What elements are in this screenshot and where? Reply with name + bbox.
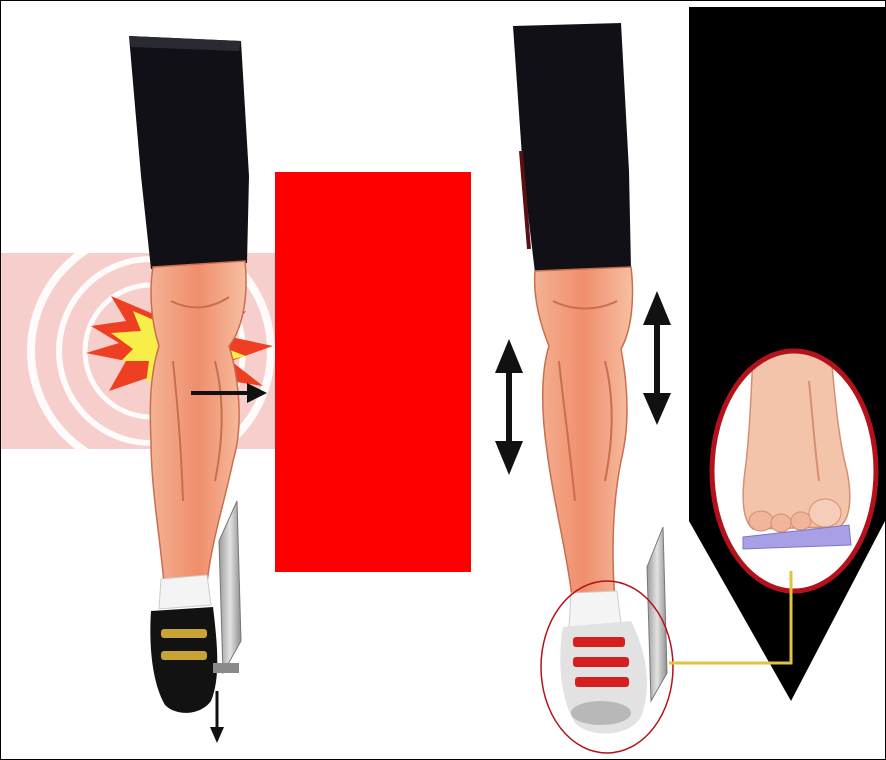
double-arrow-vertical-icon [643,291,671,425]
foot-closeup-icon [712,347,876,591]
arrow-down-icon [210,691,224,743]
double-arrow-vertical-icon [495,339,523,475]
pedal-icon [647,527,667,701]
red-center-panel [275,172,471,572]
right-leg-illustration [513,23,647,734]
